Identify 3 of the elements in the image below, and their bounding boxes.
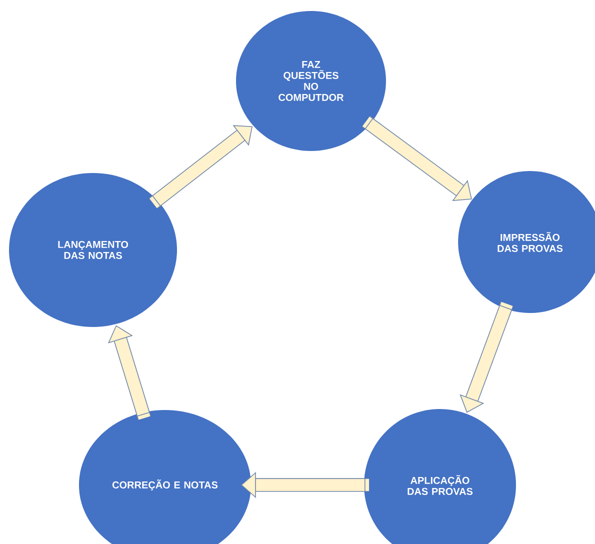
block-arrow <box>362 116 472 201</box>
block-arrow <box>460 302 514 413</box>
block-arrow <box>108 325 151 420</box>
